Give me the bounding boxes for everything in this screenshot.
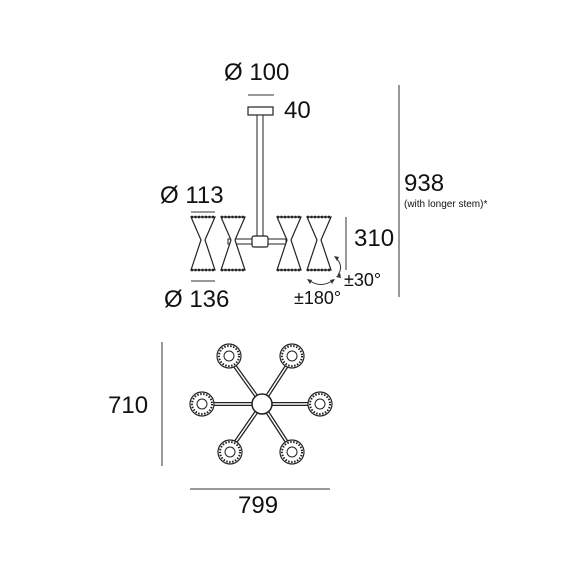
top-view-shade-6: [279, 439, 305, 465]
overall-height-label: 938: [404, 170, 444, 197]
top-view-shade-2: [279, 343, 305, 369]
canopy-height-label: 40: [284, 97, 311, 124]
shade-top-diameter-label: Ø 113: [160, 182, 224, 209]
width-label: 799: [238, 492, 278, 519]
shade-4: [306, 215, 332, 272]
shade-2: [220, 215, 246, 272]
shade-3: [276, 215, 302, 272]
canopy-diameter-label: Ø 100: [224, 59, 289, 86]
rotation-arrow-icon: [309, 280, 333, 285]
shade-1: [190, 215, 216, 272]
tilt-arrow-icon: [335, 257, 342, 276]
canopy: [247, 106, 274, 116]
top-view-shade-1: [216, 343, 242, 369]
depth-label: 710: [108, 392, 148, 419]
stem: [256, 114, 264, 242]
rotation-angle-label: ±180°: [294, 288, 341, 308]
side-view: Ø 100 40 Ø 113: [160, 59, 487, 313]
top-view-shade-4: [307, 391, 333, 417]
shade-height-label: 310: [354, 225, 394, 252]
top-view: 710 799: [108, 342, 333, 519]
center-hub: [251, 235, 269, 248]
top-view-shade-5: [217, 439, 243, 465]
overall-height-note: (with longer stem)*: [404, 199, 487, 210]
top-view-shade-3: [189, 391, 215, 417]
tilt-angle-label: ±30°: [344, 270, 381, 290]
top-view-center-canopy: [251, 393, 273, 415]
shade-bottom-diameter-label: Ø 136: [164, 286, 229, 313]
